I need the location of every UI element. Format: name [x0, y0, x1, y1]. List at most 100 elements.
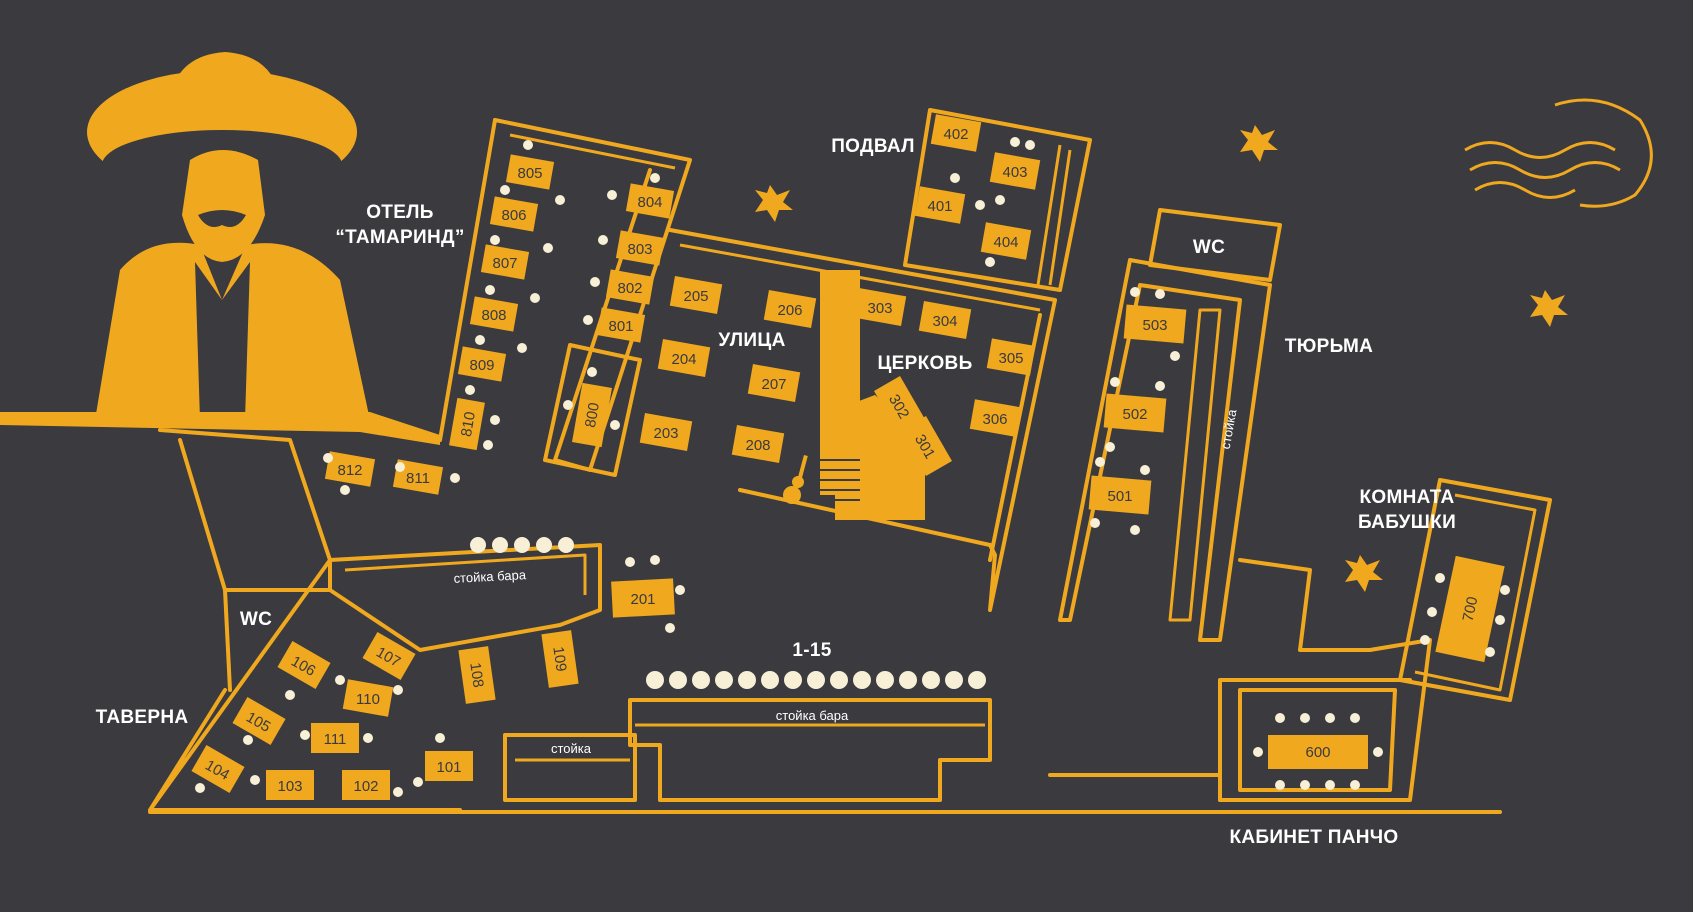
- table-700[interactable]: 700: [1435, 555, 1505, 663]
- table-label: 809: [469, 357, 494, 374]
- table-label: 503: [1142, 317, 1167, 334]
- table-808[interactable]: 808: [469, 296, 519, 332]
- table-label: 203: [653, 425, 678, 442]
- guitar-icon: [783, 454, 808, 504]
- table-label: 306: [982, 411, 1007, 428]
- table-800[interactable]: 800: [572, 382, 612, 448]
- table-label: 700: [1460, 595, 1482, 623]
- bar-counter-label: стойка бара: [776, 708, 849, 723]
- table-301[interactable]: 301: [900, 415, 952, 477]
- tables: 805 806 807 808 809 810 812 811 804 803 …: [191, 114, 1505, 800]
- table-807[interactable]: 807: [480, 244, 530, 280]
- table-label: 208: [745, 437, 770, 454]
- table-label: 801: [608, 318, 633, 335]
- table-label: 502: [1122, 406, 1147, 423]
- table-403[interactable]: 403: [989, 152, 1041, 190]
- sun-icon: [1464, 98, 1653, 208]
- table-203[interactable]: 203: [639, 413, 693, 451]
- table-812[interactable]: 812: [324, 451, 376, 487]
- zone-label-grandma-room: КОМНАТА: [1360, 487, 1455, 508]
- table-303[interactable]: 303: [853, 288, 907, 326]
- bar-seats-upper: [470, 537, 574, 553]
- table-label: 804: [637, 194, 662, 211]
- table-label: 803: [627, 241, 652, 258]
- table-401[interactable]: 401: [914, 186, 966, 224]
- table-label: 802: [617, 280, 642, 297]
- table-103[interactable]: 103: [266, 770, 314, 800]
- table-205[interactable]: 205: [669, 276, 723, 314]
- table-805[interactable]: 805: [505, 154, 555, 190]
- table-404[interactable]: 404: [980, 222, 1032, 260]
- table-503[interactable]: 503: [1123, 304, 1187, 344]
- chairs: [195, 137, 1510, 797]
- table-label: 305: [998, 350, 1023, 367]
- table-305[interactable]: 305: [986, 338, 1036, 376]
- table-109[interactable]: 109: [541, 630, 579, 688]
- table-208[interactable]: 208: [731, 425, 785, 463]
- zone-label-street: УЛИЦА: [718, 330, 785, 351]
- table-label: 205: [683, 288, 708, 305]
- table-label: 800: [582, 401, 603, 429]
- table-304[interactable]: 304: [918, 301, 972, 339]
- table-106[interactable]: 106: [277, 641, 331, 689]
- wc-label: WC: [240, 609, 272, 630]
- table-102[interactable]: 102: [342, 770, 390, 800]
- table-107[interactable]: 107: [362, 632, 416, 680]
- table-108[interactable]: 108: [458, 646, 496, 704]
- table-label: 108: [466, 661, 486, 688]
- table-809[interactable]: 809: [457, 346, 507, 382]
- table-label: 811: [406, 470, 430, 487]
- table-600[interactable]: 600: [1268, 735, 1368, 769]
- table-306[interactable]: 306: [969, 399, 1021, 437]
- table-label: 805: [517, 165, 542, 182]
- table-label: 207: [761, 376, 786, 393]
- table-label: 110: [356, 691, 380, 708]
- table-110[interactable]: 110: [342, 679, 394, 717]
- table-label: 304: [932, 313, 957, 330]
- table-label: 812: [337, 462, 362, 479]
- zone-label-church: ЦЕРКОВЬ: [877, 353, 972, 374]
- table-label: 600: [1305, 744, 1330, 761]
- zone-label-hotel-name: “ТАМАРИНД”: [335, 227, 464, 248]
- table-206[interactable]: 206: [763, 290, 817, 328]
- table-806[interactable]: 806: [489, 196, 539, 232]
- table-810[interactable]: 810: [449, 397, 485, 451]
- sombrero-man-illustration: [87, 52, 370, 420]
- table-label: 201: [630, 591, 655, 608]
- bar-seats-1-15: [646, 671, 986, 689]
- bullet-hole-icon: [755, 125, 1568, 592]
- bar-counter-label: стойка бара: [453, 567, 527, 586]
- table-502[interactable]: 502: [1103, 393, 1167, 433]
- table-402[interactable]: 402: [930, 114, 982, 152]
- table-label: 303: [867, 300, 892, 317]
- table-label: 101: [436, 759, 461, 776]
- table-801[interactable]: 801: [596, 307, 646, 343]
- zone-label-grandma-room-2: БАБУШКИ: [1358, 512, 1456, 533]
- stand-label: стойка: [551, 741, 592, 756]
- table-501[interactable]: 501: [1088, 475, 1152, 515]
- table-105[interactable]: 105: [232, 697, 286, 745]
- table-204[interactable]: 204: [657, 339, 711, 377]
- table-label: 401: [927, 198, 952, 215]
- table-803[interactable]: 803: [615, 230, 665, 266]
- table-label: 103: [277, 778, 302, 795]
- table-label: 404: [993, 234, 1018, 251]
- table-label: 810: [458, 410, 479, 438]
- table-label: 808: [481, 307, 506, 324]
- table-802[interactable]: 802: [605, 269, 655, 305]
- table-104[interactable]: 104: [191, 745, 245, 793]
- table-101[interactable]: 101: [425, 751, 473, 781]
- table-201[interactable]: 201: [611, 578, 675, 618]
- table-label: 403: [1002, 164, 1027, 181]
- wc-label: WC: [1193, 237, 1225, 258]
- table-111[interactable]: 111: [311, 723, 359, 753]
- table-302[interactable]: 302: [874, 375, 926, 437]
- zone-label-basement: ПОДВАЛ: [831, 136, 915, 157]
- table-label: 206: [777, 302, 802, 319]
- table-811[interactable]: 811: [392, 459, 444, 495]
- table-label: 111: [324, 731, 347, 748]
- table-804[interactable]: 804: [625, 183, 675, 219]
- table-207[interactable]: 207: [747, 364, 801, 402]
- zone-label-pancho-office: КАБИНЕТ ПАНЧО: [1229, 827, 1398, 848]
